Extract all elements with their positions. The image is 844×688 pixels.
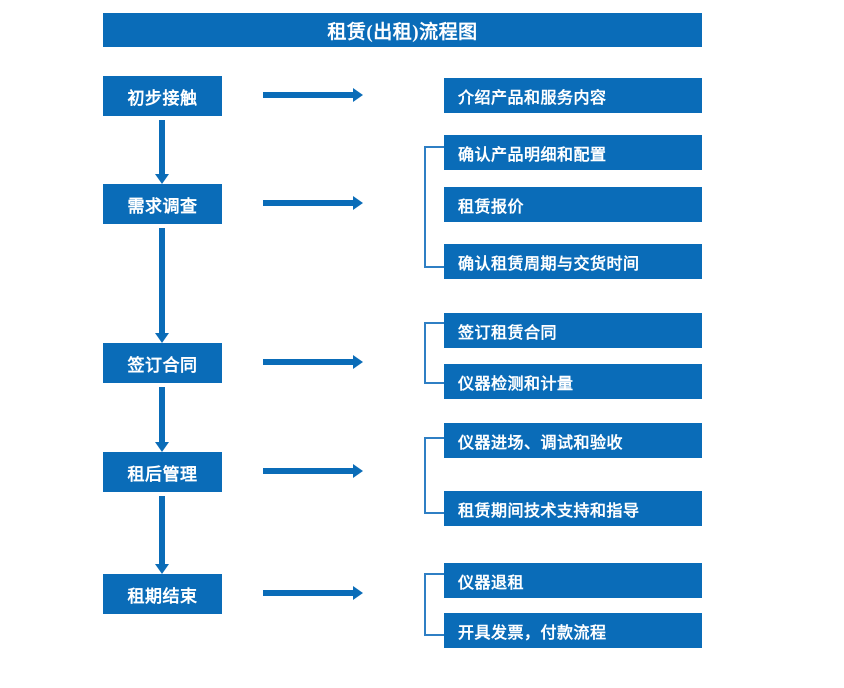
arrow-down-mgmt-to-lease-end <box>155 496 169 574</box>
bracket-sign-contract-group <box>424 322 444 384</box>
detail-box-introduce-products[interactable]: 介绍产品和服务内容 <box>444 78 702 113</box>
detail-box-sign-lease-contract[interactable]: 签订租赁合同 <box>444 313 702 348</box>
flowchart-title: 租赁(出租)流程图 <box>103 13 702 47</box>
arrow-right-needs-survey <box>263 196 363 210</box>
arrow-right-initial-contact <box>263 88 363 102</box>
arrow-down-initial-to-survey <box>155 120 169 184</box>
detail-box-instrument-return[interactable]: 仪器退租 <box>444 563 702 598</box>
arrow-down-contract-to-mgmt <box>155 387 169 452</box>
bracket-lease-end-group <box>424 573 444 636</box>
arrow-right-sign-contract <box>263 355 363 369</box>
detail-box-rental-quote[interactable]: 租赁报价 <box>444 187 702 222</box>
arrow-down-survey-to-contract <box>155 228 169 343</box>
detail-box-invoice-payment[interactable]: 开具发票，付款流程 <box>444 613 702 648</box>
detail-box-confirm-spec-config[interactable]: 确认产品明细和配置 <box>444 135 702 170</box>
arrow-right-lease-end <box>263 586 363 600</box>
detail-box-instrument-testing[interactable]: 仪器检测和计量 <box>444 364 702 399</box>
detail-box-technical-support[interactable]: 租赁期间技术支持和指导 <box>444 491 702 526</box>
bracket-needs-survey-group <box>424 146 444 268</box>
stage-box-initial-contact[interactable]: 初步接触 <box>103 76 222 116</box>
arrow-right-post-rental-mgmt <box>263 464 363 478</box>
detail-box-instrument-onsite[interactable]: 仪器进场、调试和验收 <box>444 423 702 458</box>
stage-box-lease-end[interactable]: 租期结束 <box>103 574 222 614</box>
stage-box-needs-survey[interactable]: 需求调查 <box>103 184 222 224</box>
bracket-post-rental-mgmt-group <box>424 437 444 514</box>
stage-box-sign-contract[interactable]: 签订合同 <box>103 343 222 383</box>
stage-box-post-rental-mgmt[interactable]: 租后管理 <box>103 452 222 492</box>
detail-box-confirm-term-delivery[interactable]: 确认租赁周期与交货时间 <box>444 244 702 279</box>
